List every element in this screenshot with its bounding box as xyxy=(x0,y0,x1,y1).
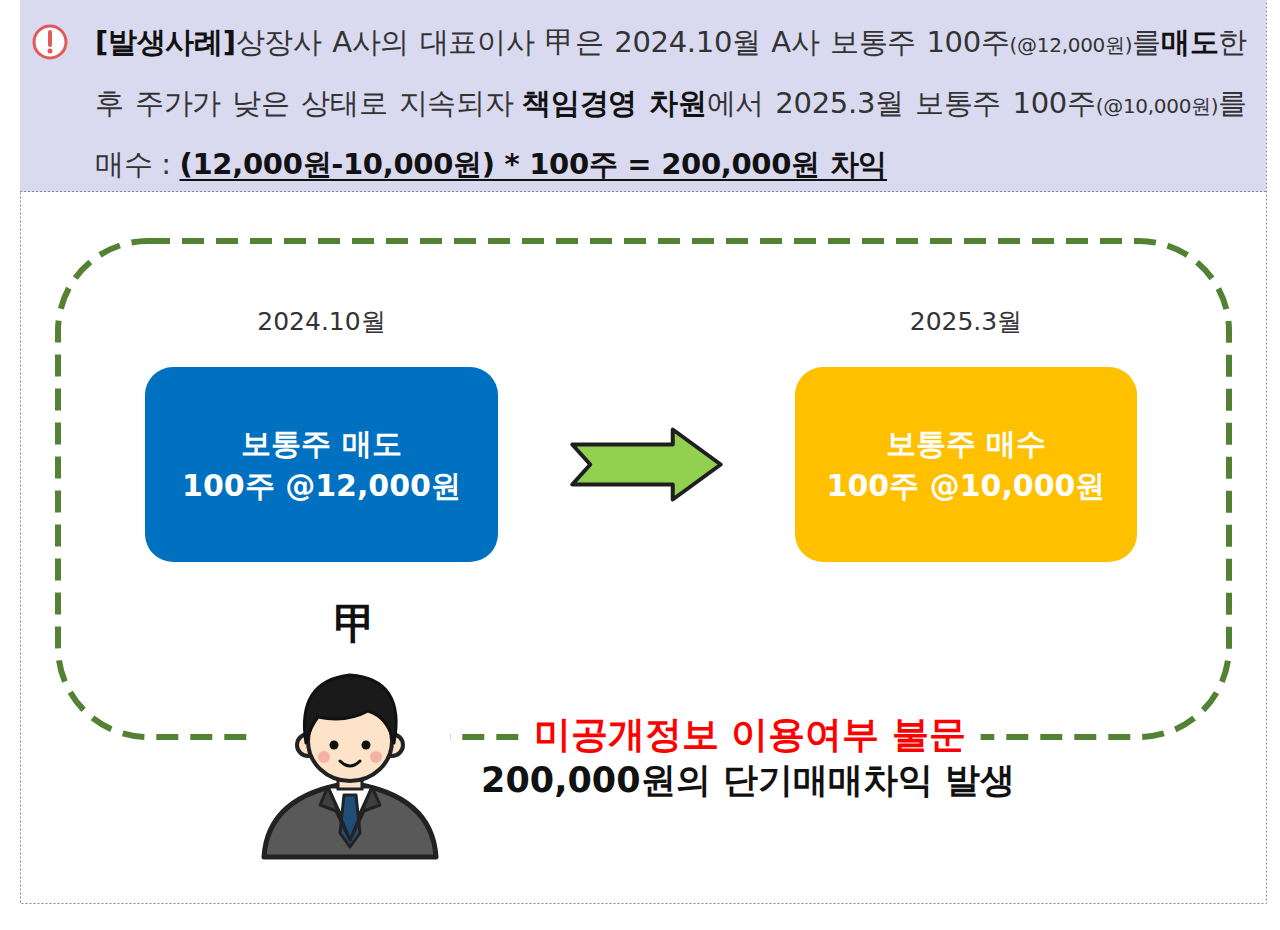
alert-bar xyxy=(48,32,52,45)
dotted-line xyxy=(20,191,1266,192)
block-arrow xyxy=(572,430,721,500)
case-text-run: 상장사 A사의 대표이사 甲은 2024.10월 A사 보통주 100주 xyxy=(236,25,1010,59)
result-text: 200,000원의 단기매매차익 발생 xyxy=(477,758,1019,802)
alert-circle xyxy=(34,26,66,58)
lapel xyxy=(320,787,350,840)
person-icon xyxy=(250,645,450,865)
sell-box: 2024.10월보통주 매도100주 @12,000원 xyxy=(145,367,498,562)
case-text-run: 를 xyxy=(1132,25,1161,59)
case-text-run: [발생사례] xyxy=(95,25,236,59)
case-text-run: (@10,000원) xyxy=(1096,94,1219,118)
alert-dot xyxy=(48,49,53,54)
case-text: [발생사례]상장사 A사의 대표이사 甲은 2024.10월 A사 보통주 10… xyxy=(95,13,1247,193)
warning-text: 미공개정보 이용여부 불문 xyxy=(520,712,981,758)
case-text-run: 매도 xyxy=(1161,25,1218,59)
smile xyxy=(340,761,360,766)
box-text: 100주 @12,000원 xyxy=(182,465,461,507)
blush xyxy=(370,751,382,763)
case-text-run: (12,000원-10,000원) * 100주 = 200,000원 차익 xyxy=(179,147,887,181)
case-text-run: 책임경영 차원 xyxy=(522,86,706,120)
hair xyxy=(304,675,396,743)
case-text-run: 에서 2025.3월 보통주 100주 xyxy=(707,86,1096,120)
alert-icon xyxy=(30,22,70,62)
dashed-frame: 미공개정보 이용여부 불문200,000원의 단기매매차익 발생2024.10월… xyxy=(55,238,1232,740)
blush xyxy=(318,751,330,763)
buy-box: 2025.3월보통주 매수100주 @10,000원 xyxy=(795,367,1137,562)
banner-divider xyxy=(20,190,1266,194)
lapel xyxy=(350,787,380,840)
dotted-border xyxy=(21,1,1267,904)
case-banner: [발생사례]상장사 A사의 대표이사 甲은 2024.10월 A사 보통주 10… xyxy=(20,0,1266,192)
eye xyxy=(362,741,371,750)
date-label: 2025.3월 xyxy=(795,305,1137,338)
case-text-run: (@12,000원) xyxy=(1010,33,1133,57)
arrow-shape xyxy=(572,430,721,500)
dashed-rect xyxy=(58,241,1229,737)
person-label: 甲 xyxy=(330,596,380,652)
box-text: 100주 @10,000원 xyxy=(827,465,1106,507)
eye xyxy=(330,741,339,750)
box-text: 보통주 매수 xyxy=(886,423,1046,465)
box-text: 보통주 매도 xyxy=(241,423,401,465)
suit xyxy=(264,783,436,857)
date-label: 2024.10월 xyxy=(145,305,498,338)
